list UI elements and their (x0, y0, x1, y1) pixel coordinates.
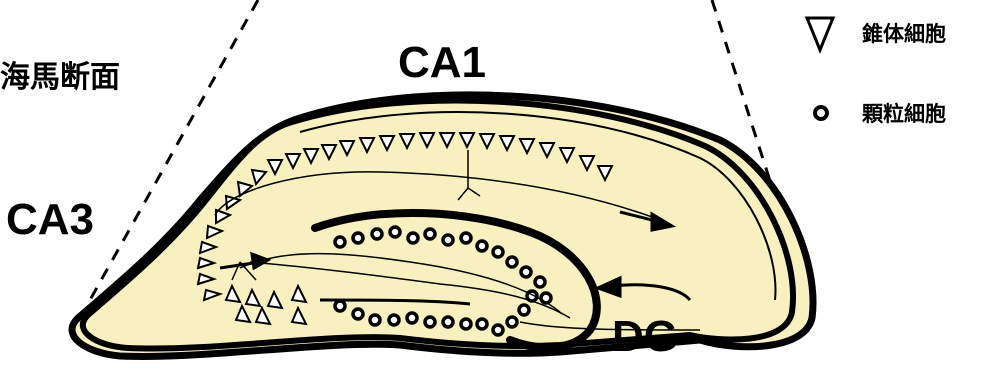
granule-cell (370, 315, 380, 325)
legend-triangle-icon (807, 18, 833, 50)
granule-cell (335, 301, 345, 311)
granule-cell (507, 317, 517, 327)
tissue-main (83, 100, 793, 348)
granule-cell (425, 229, 435, 239)
granule-cell (408, 233, 418, 243)
granule-cell (353, 233, 363, 243)
region-label-ca3: CA3 (6, 195, 94, 245)
granule-cell (461, 319, 471, 329)
granule-cell (493, 247, 503, 257)
granule-cell (443, 235, 453, 245)
granule-cell (521, 267, 531, 277)
granule-cell (493, 325, 503, 335)
granule-cell (372, 229, 382, 239)
region-label-ca1: CA1 (398, 38, 486, 88)
diagram-title: 海馬断面 (0, 52, 120, 96)
granule-cell (477, 241, 487, 251)
legend-label-granule: 顆粒細胞 (862, 98, 946, 128)
granule-cell (389, 315, 399, 325)
legend-label-pyramidal: 錐体細胞 (862, 18, 946, 48)
granule-cell (390, 227, 400, 237)
granule-cell (507, 257, 517, 267)
granule-cell (443, 317, 453, 327)
granule-cell (461, 233, 471, 243)
legend-circle-icon (815, 107, 827, 119)
granule-cell (407, 313, 417, 323)
granule-cell (335, 237, 345, 247)
region-label-dg: DG (612, 312, 678, 362)
granule-cell (353, 309, 363, 319)
granule-cell (425, 317, 435, 327)
granule-cell (519, 305, 529, 315)
granule-cell (535, 277, 545, 287)
granule-cell (477, 319, 487, 329)
